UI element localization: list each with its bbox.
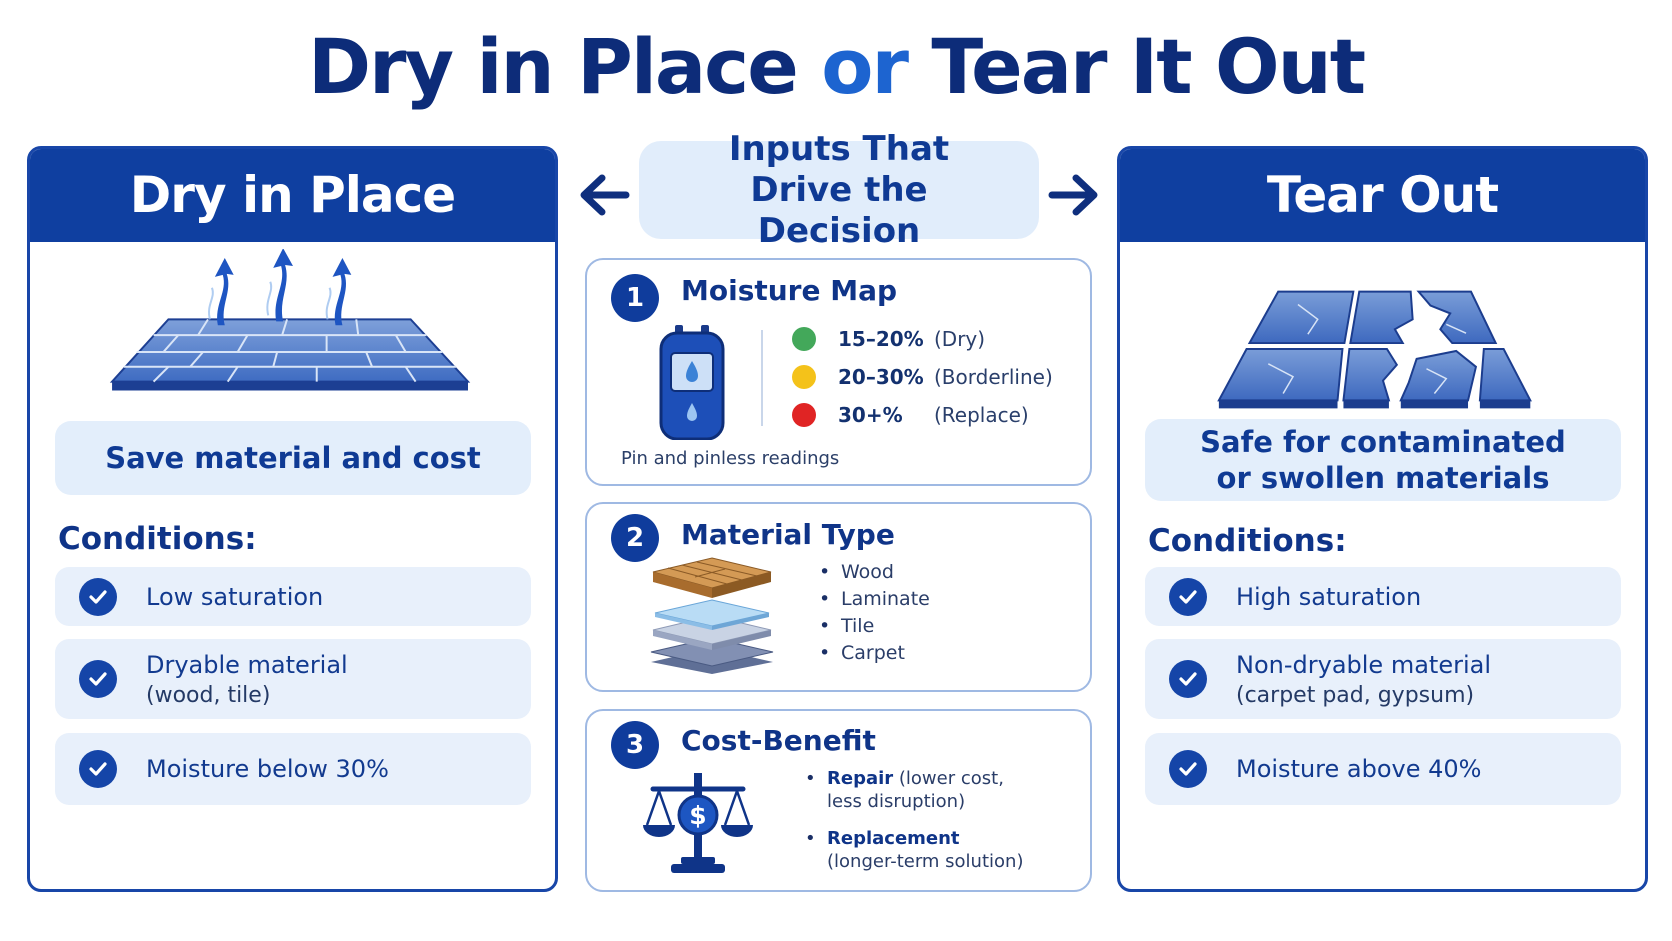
benefit-line-1: Safe for contaminated (1200, 425, 1566, 459)
check-icon (1169, 750, 1207, 788)
cost-benefit-list: Repair (lower cost, less disruption) Rep… (805, 767, 1075, 873)
tear-out-benefit: Safe for contaminated or swollen materia… (1145, 419, 1621, 501)
list-item: Wood (819, 561, 930, 583)
status-dot-red (792, 403, 816, 427)
tear-out-conditions-title: Conditions: (1148, 523, 1347, 559)
title-part-1: Dry in Place (307, 22, 799, 111)
arrow-left-icon (580, 174, 630, 216)
condition-non-dryable-material: Non-dryable material (carpet pad, gypsum… (1145, 639, 1621, 719)
reading-dry: 15–20% (Dry) (792, 327, 985, 351)
condition-main: Non-dryable material (1236, 650, 1491, 679)
material-layers-icon (650, 557, 774, 674)
list-item-repair: Repair (lower cost, less disruption) (805, 767, 1075, 813)
list-item: Carpet (819, 642, 930, 664)
condition-sub: (wood, tile) (146, 682, 271, 708)
step-number: 2 (611, 514, 659, 562)
condition-moisture-above: Moisture above 40% (1145, 733, 1621, 805)
tear-out-heading: Tear Out (1120, 149, 1645, 242)
broken-tiles-icon (1217, 290, 1532, 409)
check-icon (1169, 577, 1207, 616)
material-type-card: 2 Material Type Wood Laminate Tile Carpe… (585, 502, 1092, 692)
condition-text: Moisture above 40% (1236, 755, 1482, 783)
dry-in-place-heading: Dry in Place (30, 149, 555, 242)
material-list: Wood Laminate Tile Carpet (819, 561, 930, 664)
check-icon (79, 577, 117, 616)
card-title: Cost-Benefit (681, 724, 876, 757)
center-heading: Inputs That Drive the Decision (639, 129, 1039, 251)
arrow-right-icon (1048, 174, 1098, 216)
title-part-2: Tear It Out (931, 22, 1366, 111)
condition-text: Low saturation (146, 582, 324, 611)
reading-value: 30+% (838, 403, 903, 427)
condition-text: High saturation (1236, 582, 1422, 611)
card-title: Material Type (681, 518, 895, 551)
option-detail-1: (longer-term solution) (827, 851, 1024, 872)
center-heading-text: Inputs That Drive the Decision (728, 128, 950, 251)
check-icon (79, 660, 117, 698)
list-item: Laminate (819, 588, 930, 610)
check-icon (1169, 660, 1207, 698)
reading-value: 20–30% (838, 365, 924, 389)
title-connector: or (821, 22, 909, 111)
cost-benefit-card: 3 Cost-Benefit $ Repair (lower cost, les… (585, 709, 1092, 892)
moisture-meter-icon (659, 325, 725, 440)
reading-label: (Dry) (934, 327, 986, 351)
drying-floor-icon (109, 249, 471, 391)
moisture-map-card: 1 Moisture Map 15–20% (Dry) 20–30% (Bord… (585, 258, 1092, 486)
step-number: 3 (611, 721, 659, 769)
dry-in-place-conditions-title: Conditions: (58, 521, 257, 557)
reading-replace: 30+% (Replace) (792, 403, 1029, 427)
dry-in-place-benefit: Save material and cost (55, 421, 531, 495)
option-label: Replacement (827, 828, 960, 849)
option-detail-1: (lower cost, (898, 768, 1004, 789)
option-label: Repair (827, 768, 894, 789)
reading-borderline: 20–30% (Borderline) (792, 365, 1053, 389)
list-item-replacement: Replacement (longer-term solution) (805, 827, 1075, 873)
condition-dryable-material: Dryable material (wood, tile) (55, 639, 531, 719)
condition-sub: (carpet pad, gypsum) (1236, 682, 1475, 708)
check-icon (79, 750, 117, 788)
tear-out-panel: Tear Out Safe for contaminated or swolle… (1117, 146, 1648, 892)
reading-label: (Replace) (934, 403, 1029, 427)
option-detail-2: less disruption) (827, 791, 966, 812)
status-dot-yellow (792, 365, 816, 389)
condition-moisture-below: Moisture below 30% (55, 733, 531, 805)
svg-text:$: $ (689, 801, 706, 830)
status-dot-green (792, 327, 816, 351)
condition-main: Dryable material (146, 650, 348, 679)
reading-label: (Borderline) (934, 365, 1053, 389)
page-title: Dry in Place or Tear It Out (0, 22, 1672, 111)
step-number: 1 (611, 274, 659, 322)
card-title: Moisture Map (681, 274, 898, 307)
condition-high-saturation: High saturation (1145, 567, 1621, 626)
meter-caption: Pin and pinless readings (621, 448, 840, 469)
condition-low-saturation: Low saturation (55, 567, 531, 626)
list-item: Tile (819, 615, 930, 637)
condition-text: Non-dryable material (carpet pad, gypsum… (1236, 651, 1491, 708)
balance-scale-icon: $ (643, 773, 753, 873)
benefit-line-2: or swollen materials (1216, 461, 1550, 495)
reading-value: 15–20% (838, 327, 924, 351)
divider (761, 330, 763, 426)
dry-in-place-panel: Dry in Place (27, 146, 558, 892)
condition-text: Dryable material (wood, tile) (146, 651, 348, 708)
condition-text: Moisture below 30% (146, 755, 389, 783)
tear-out-benefit-text: Safe for contaminated or swollen materia… (1200, 424, 1566, 496)
